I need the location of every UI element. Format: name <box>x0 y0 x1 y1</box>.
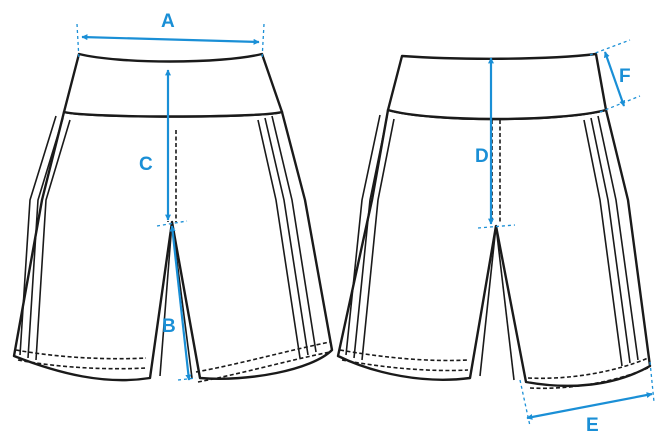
measurement-e-label: E <box>586 415 599 436</box>
back-inseam-right <box>495 225 515 381</box>
measurement-a-arrow <box>81 34 260 45</box>
measurement-f-waistband-height: F <box>589 39 641 113</box>
measurement-b-inseam: B <box>162 225 197 381</box>
measurement-d-back-rise: D <box>475 57 516 229</box>
back-view-shorts <box>336 52 652 390</box>
measurement-f-extension-top <box>589 39 631 56</box>
front-right-hem-stitch <box>195 341 331 383</box>
back-right-side-stripe <box>583 115 639 367</box>
measurement-e-extension-right <box>649 361 655 403</box>
measurement-e-leg-opening: E <box>519 361 655 436</box>
measurement-c-front-rise: C <box>139 69 188 227</box>
front-body-outline <box>12 110 334 382</box>
measurement-f-arrow <box>603 51 626 107</box>
measurement-a-waist-width: A <box>76 11 265 61</box>
measurement-a-extension-right <box>261 23 265 61</box>
measurement-b-extension <box>177 377 197 381</box>
back-inseam-left <box>479 225 497 377</box>
measurement-c-extension <box>156 220 188 227</box>
front-right-side-stripe <box>257 115 317 359</box>
measurement-d-extension <box>477 224 516 229</box>
measurement-b-label: B <box>162 316 176 337</box>
back-left-side-stripe <box>345 114 395 361</box>
front-left-side-stripe <box>19 115 71 361</box>
back-right-hem-stitch <box>527 357 649 390</box>
back-waistband <box>386 52 608 121</box>
measurement-e-arrow <box>526 392 653 420</box>
back-left-hem-stitch <box>339 349 469 372</box>
measurement-d-label: D <box>475 146 489 167</box>
measurement-f-label: F <box>619 66 631 87</box>
measurement-c-label: C <box>139 154 153 175</box>
front-left-hem-stitch <box>15 349 147 370</box>
measurement-e-extension-left <box>519 379 531 427</box>
measurement-f-extension-bottom <box>599 95 641 113</box>
front-waistband <box>62 52 284 118</box>
measurement-a-label: A <box>161 11 175 32</box>
measurement-b-arrow <box>169 225 192 381</box>
measurement-a-extension-left <box>76 23 80 61</box>
